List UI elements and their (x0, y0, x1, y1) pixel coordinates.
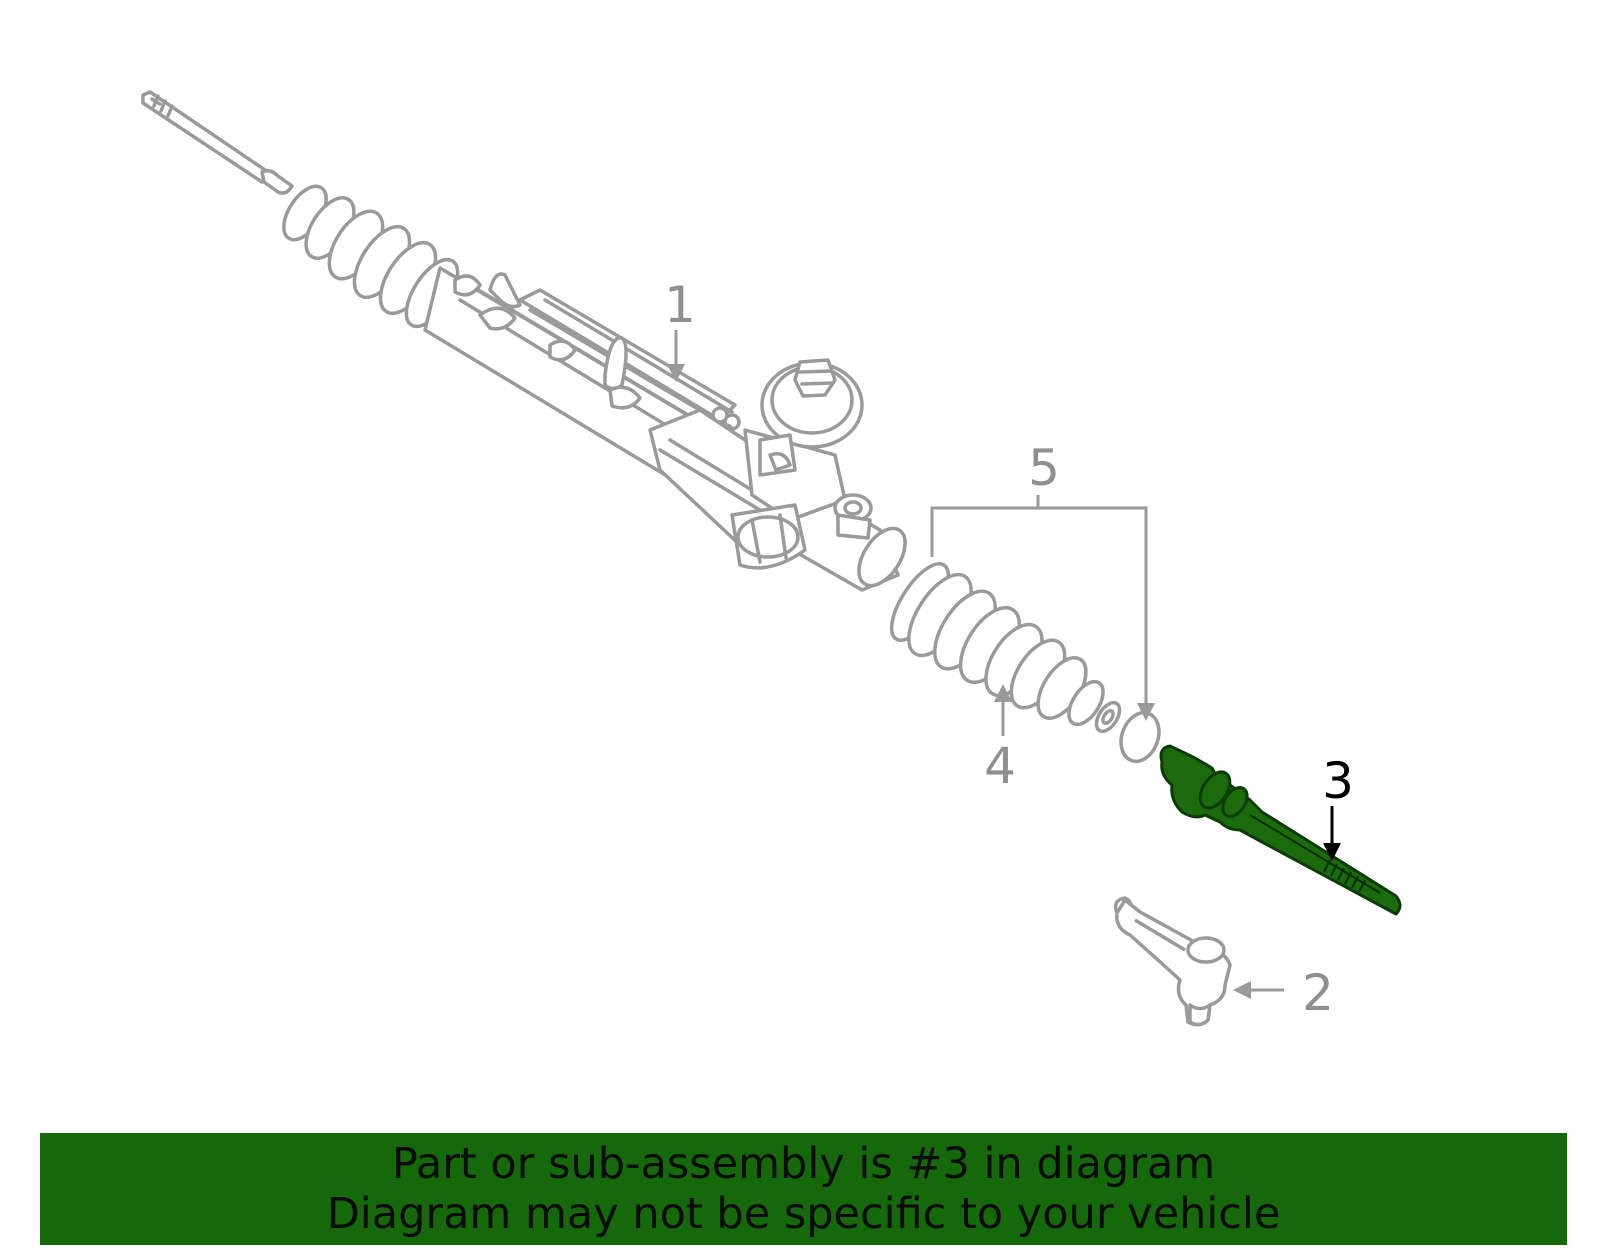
left-rack-boot (282, 184, 460, 329)
callout-1: 1 (664, 276, 696, 334)
callout-5: 5 (1028, 439, 1060, 497)
callout-3: 3 (1322, 752, 1354, 810)
callout-leaders (667, 330, 1284, 999)
inner-tie-rod (1159, 744, 1402, 916)
callout-4: 4 (984, 737, 1016, 795)
banner-line-disclaimer: Diagram may not be specific to your vehi… (326, 1189, 1281, 1239)
boot-clamp (1119, 710, 1161, 764)
steering-rack-assembly (141, 90, 907, 592)
callout-2: 2 (1302, 964, 1334, 1022)
info-banner: Part or sub-assembly is #3 in diagram Di… (40, 1133, 1567, 1245)
rack-boot (889, 562, 1122, 734)
banner-line-part-number: Part or sub-assembly is #3 in diagram (391, 1139, 1216, 1189)
outer-tie-rod-end (1113, 896, 1232, 1027)
